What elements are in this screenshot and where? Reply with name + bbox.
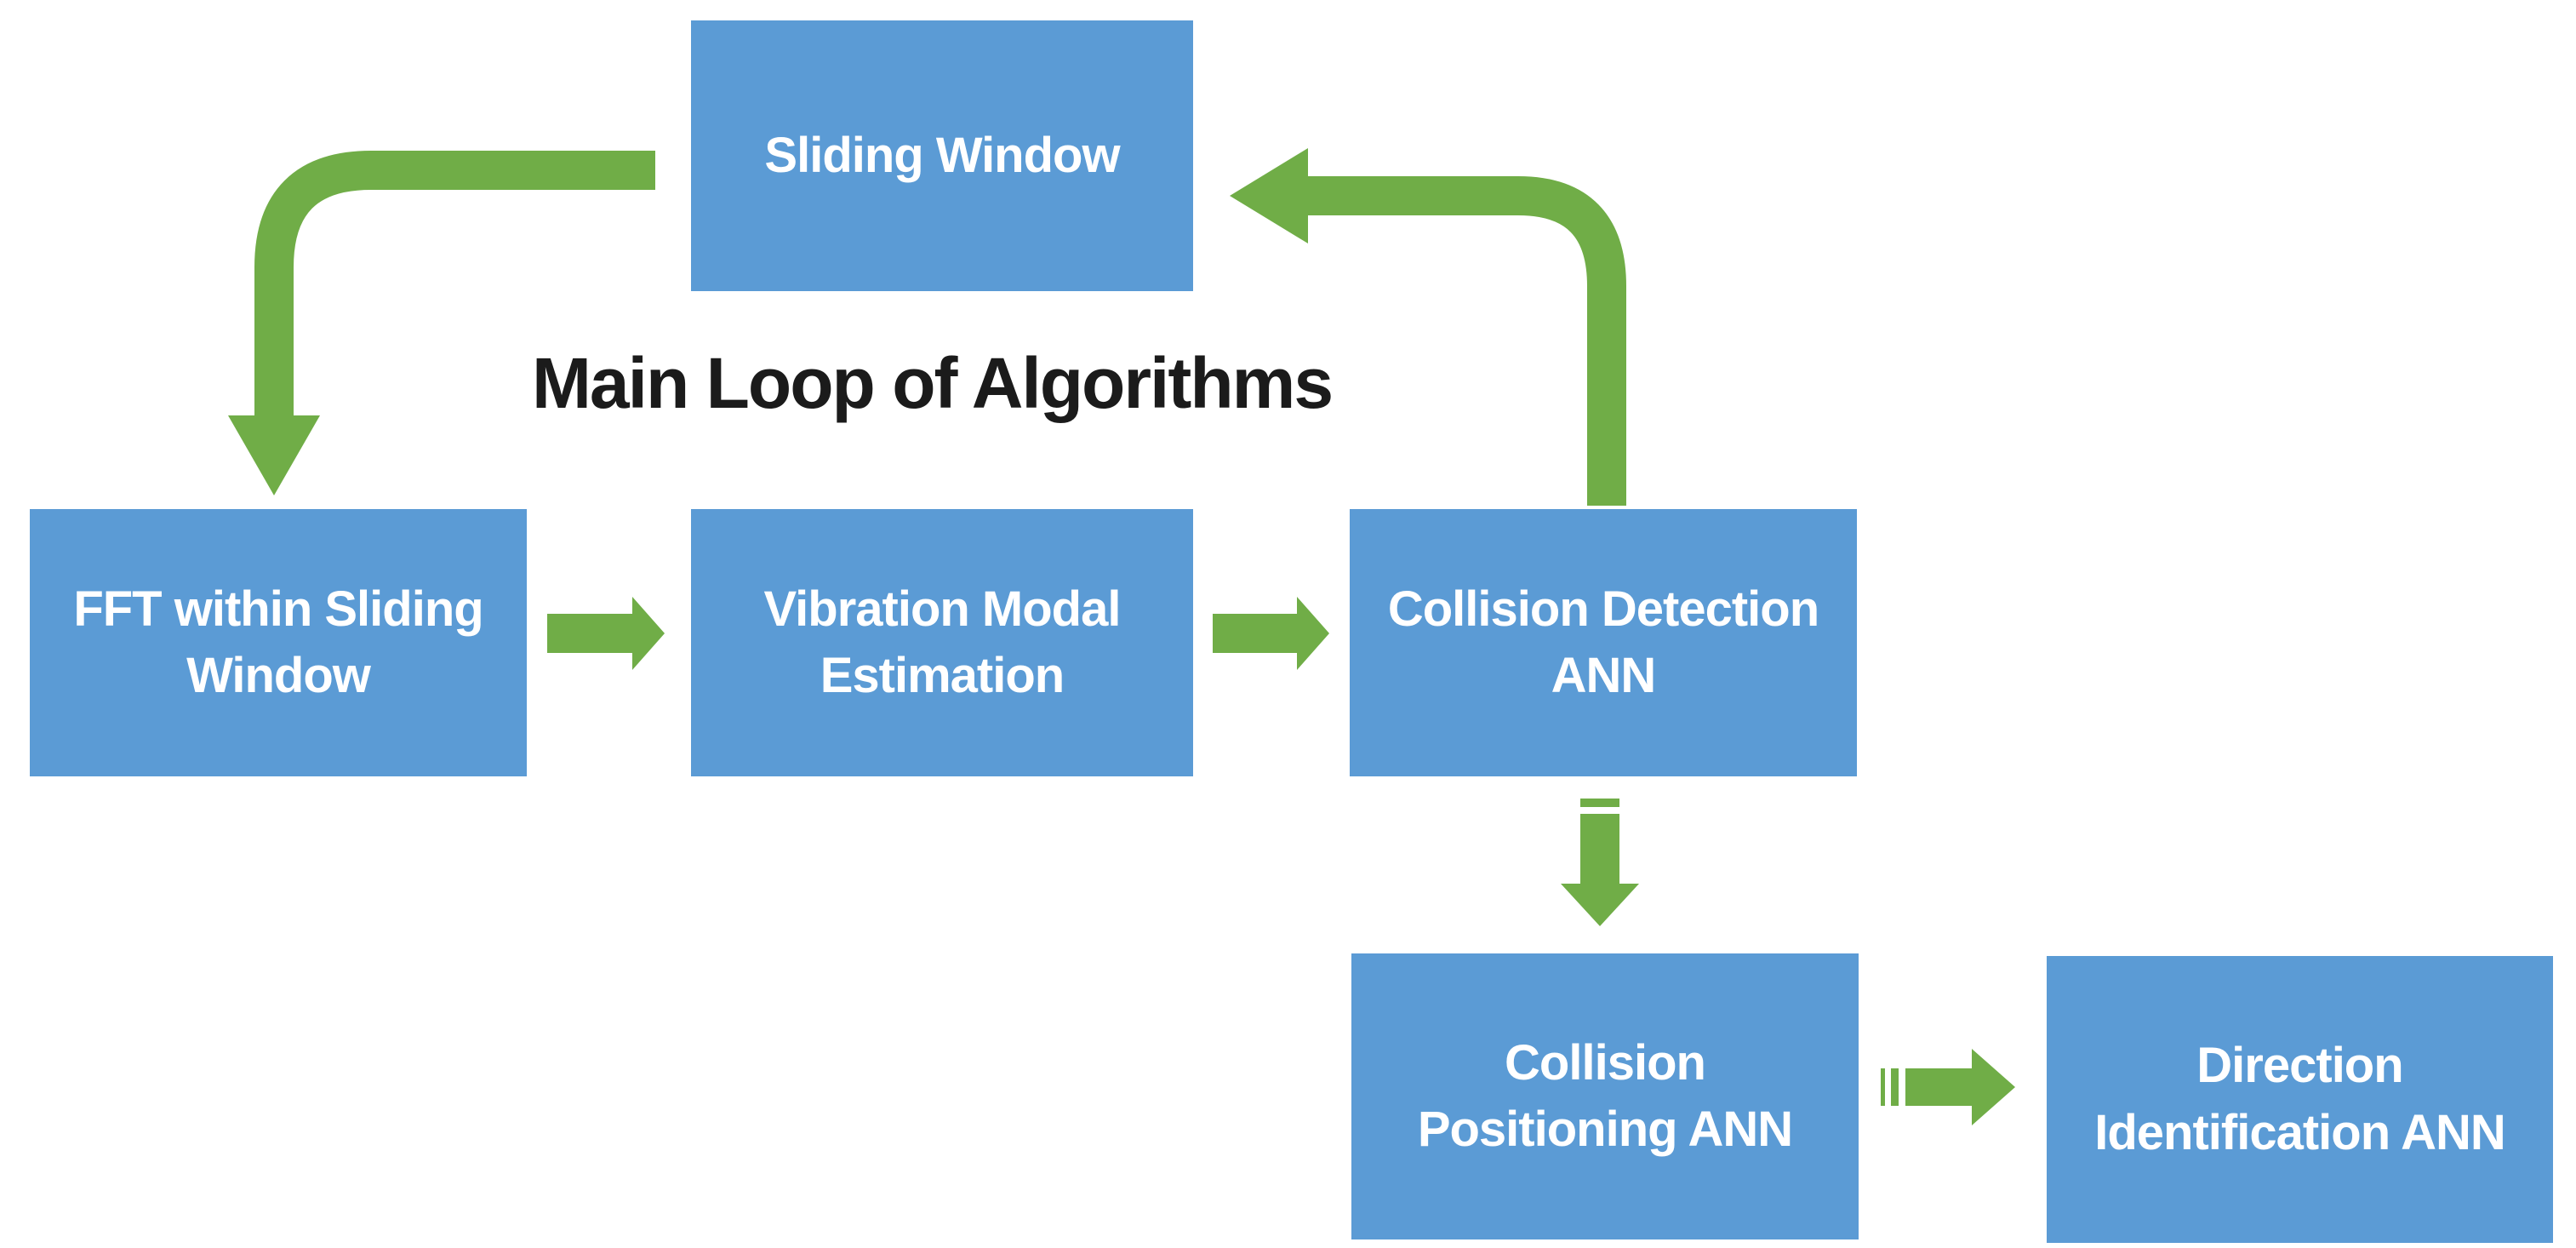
right-arrow-icon — [547, 597, 665, 670]
loop-arrow-left-icon — [1230, 148, 1626, 506]
node-label: FFT within Sliding Window — [73, 581, 483, 703]
node-label: Collision Positioning ANN — [1417, 1034, 1793, 1157]
node-collision-positioning-ann: Collision Positioning ANN — [1351, 953, 1859, 1239]
node-direction-identification-ann: Direction Identification ANN — [2047, 956, 2553, 1243]
node-label: Sliding Window — [764, 127, 1120, 183]
node-label: Vibration Modal Estimation — [763, 581, 1122, 703]
diagram-title: Main Loop of Algorithms — [531, 343, 1334, 423]
striped-down-arrow-icon — [1561, 799, 1639, 926]
loop-arrow-down-icon — [228, 151, 655, 495]
node-fft-within-sliding-window: FFT within Sliding Window — [30, 509, 527, 776]
node-sliding-window: Sliding Window — [691, 20, 1193, 291]
node-label: Direction Identification ANN — [2094, 1038, 2506, 1160]
right-arrow-icon — [1213, 597, 1329, 670]
node-collision-detection-ann: Collision Detection ANN — [1350, 509, 1857, 776]
node-label: Collision Detection ANN — [1387, 581, 1819, 703]
striped-right-arrow-icon — [1881, 1049, 2015, 1125]
node-vibration-modal-estimation: Vibration Modal Estimation — [691, 509, 1193, 776]
